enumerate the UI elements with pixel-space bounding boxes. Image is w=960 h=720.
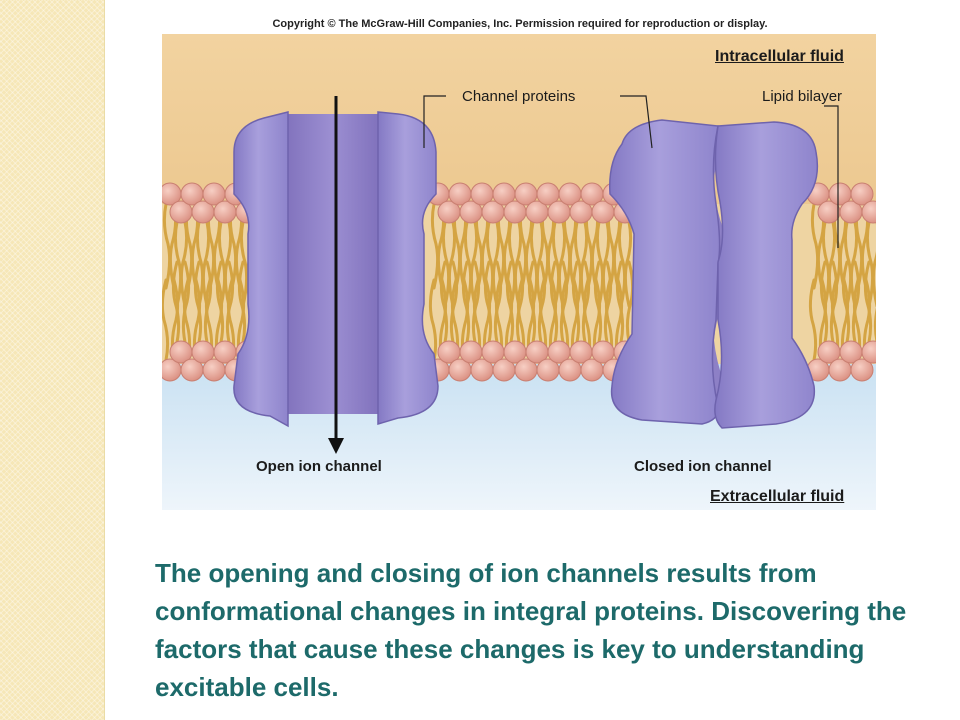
lipid-tail (819, 260, 839, 344)
open-ion-channel (233, 96, 439, 454)
open-channel-pore (282, 114, 382, 414)
lipid-tail (571, 260, 591, 344)
closed-ion-channel-label: Closed ion channel (634, 458, 772, 475)
leader-lines (423, 95, 839, 248)
lipid-head (850, 358, 874, 382)
lipid-tail (863, 260, 876, 344)
leader-channel-protein-open (423, 95, 446, 148)
lipid-tail (505, 260, 525, 344)
ion-channel-diagram: Intracellular fluid Channel proteins Lip… (162, 34, 876, 510)
open-ion-channel-label: Open ion channel (256, 458, 382, 475)
lipid-tail (865, 220, 876, 308)
copyright-notice: Copyright © The McGraw-Hill Companies, I… (272, 18, 768, 30)
lipid-head (850, 182, 874, 206)
closed-ion-channel (609, 119, 819, 429)
leader-channel-protein-closed (620, 95, 653, 149)
lipid-tails (162, 202, 876, 362)
ion-flow-arrow-head (328, 438, 344, 454)
lipid-tail (527, 260, 547, 344)
diagram-canvas (162, 34, 876, 510)
lipid-tail (615, 260, 635, 344)
lipid-tail (171, 260, 191, 344)
lipid-tail (461, 260, 481, 344)
closed-channel-right-subunit (714, 121, 819, 429)
lipid-tail (593, 260, 613, 344)
lipid-tail (215, 260, 235, 344)
lipid-tail (549, 260, 569, 344)
lipid-head (861, 340, 876, 364)
lipid-tail (617, 220, 633, 308)
lipid-bilayer-label: Lipid bilayer (762, 88, 843, 105)
extracellular-fluid-label: Extracellular fluid (710, 488, 845, 505)
intracellular-fluid-label: Intracellular fluid (715, 48, 844, 65)
lipid-tail (483, 260, 503, 344)
caption-text: The opening and closing of ion channels … (155, 558, 907, 702)
open-channel-right-subunit (377, 111, 439, 426)
lipid-head (861, 200, 876, 224)
channel-proteins-label: Channel proteins (462, 88, 576, 105)
leader-lipid-bilayer (824, 105, 839, 248)
lipid-tail (193, 260, 213, 344)
open-channel-left-subunit (233, 111, 289, 428)
decorative-side-strip (0, 0, 105, 720)
lipid-tail (439, 260, 459, 344)
lipid-tail (841, 260, 861, 344)
